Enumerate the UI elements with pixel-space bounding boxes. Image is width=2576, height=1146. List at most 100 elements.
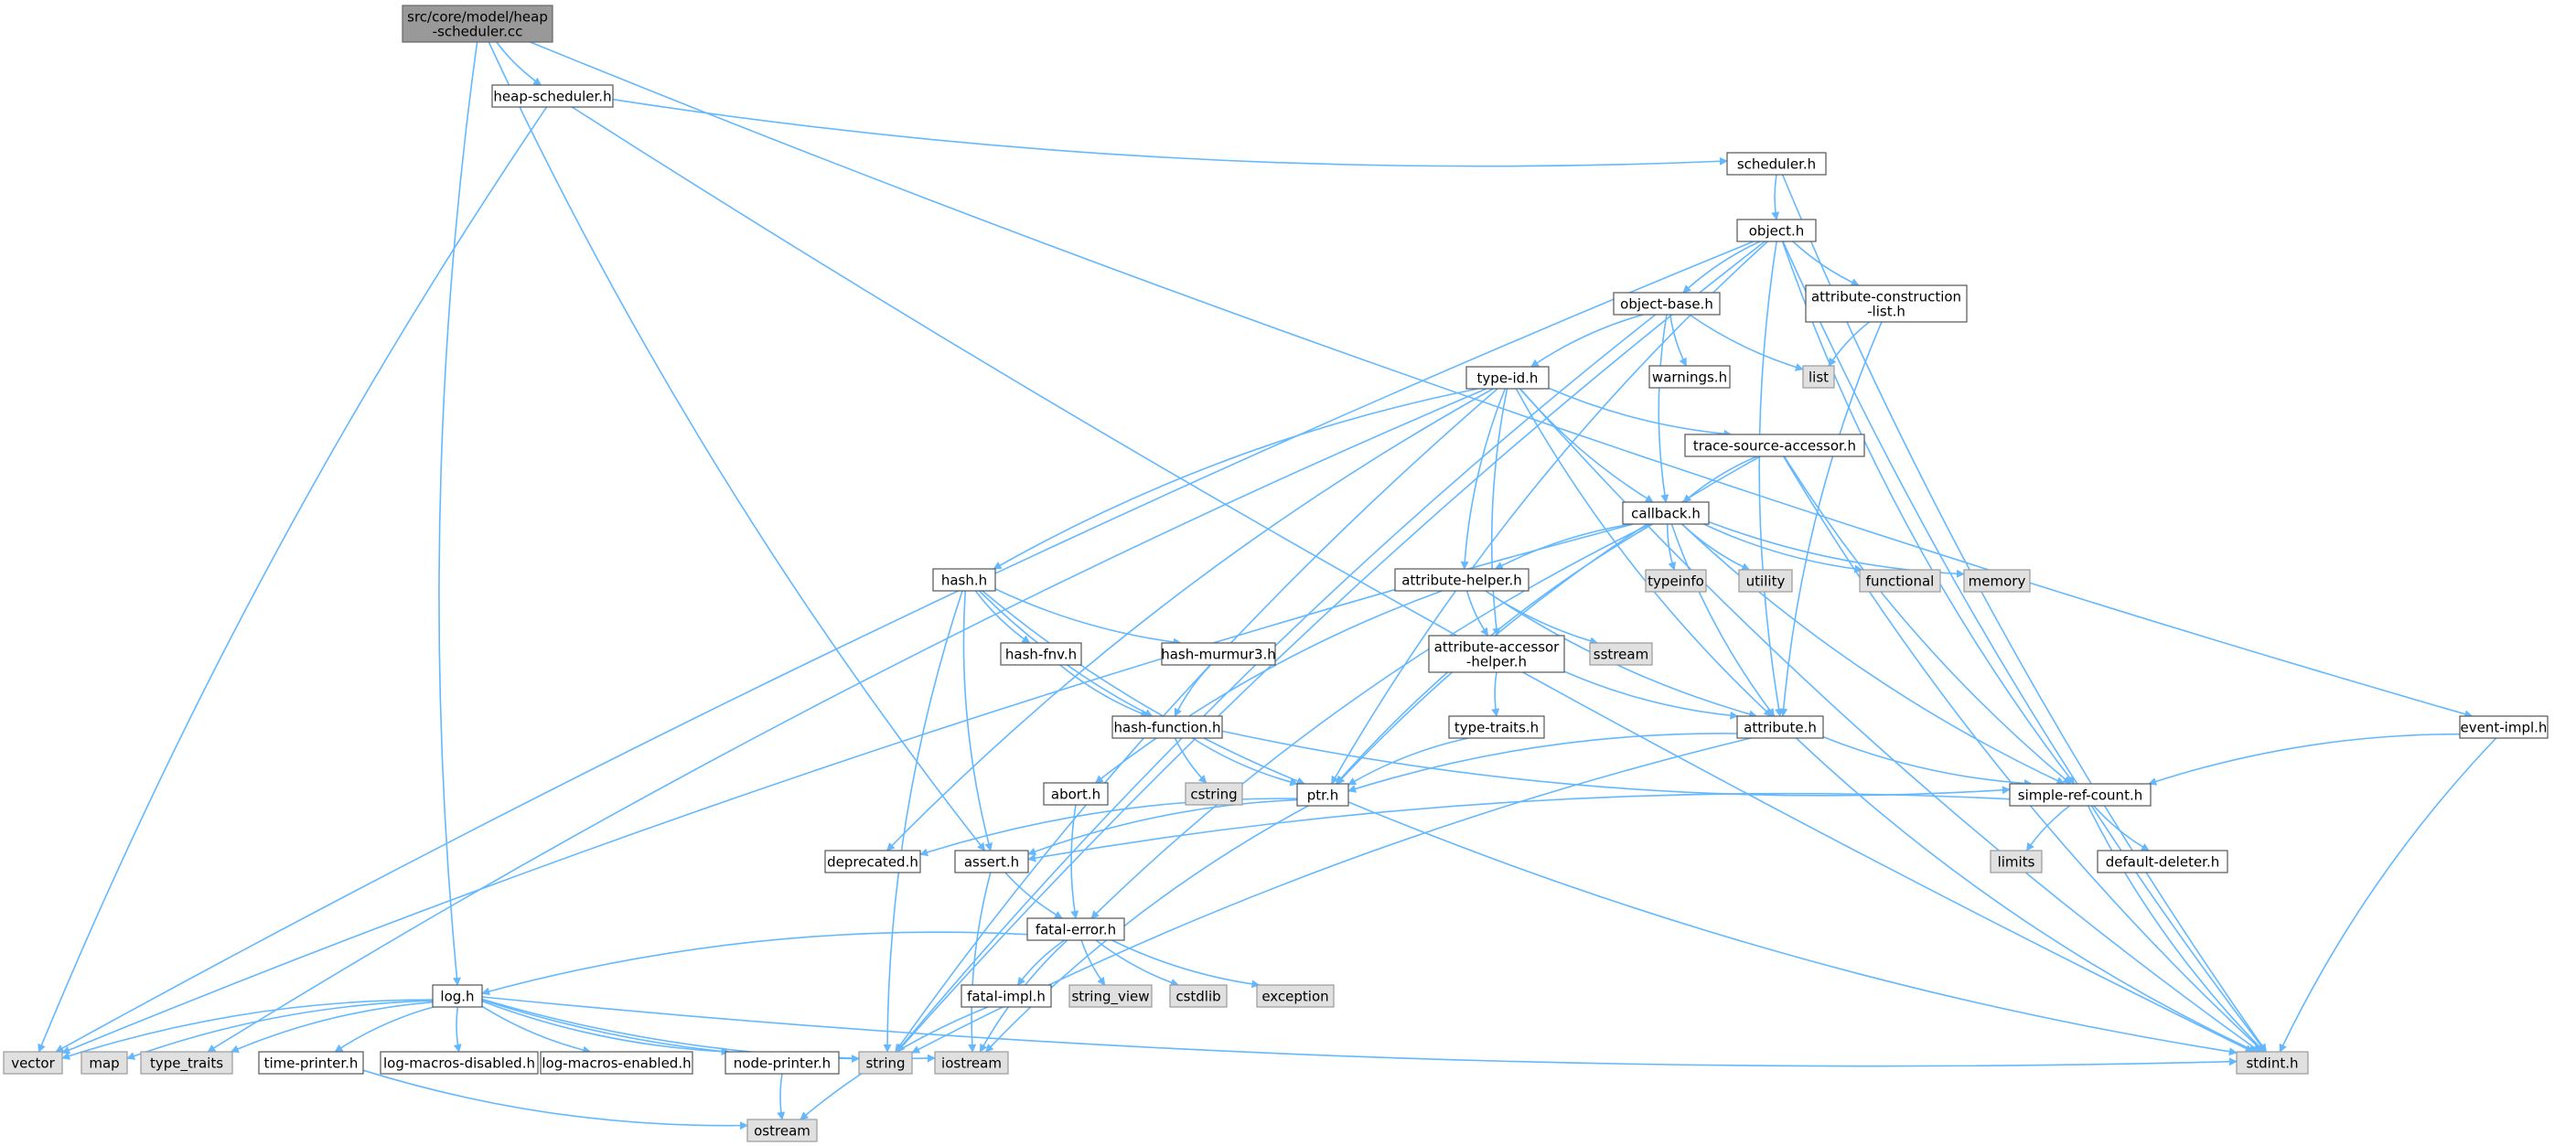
node-log-macros-disabled-h[interactable]: log-macros-disabled.h <box>380 1051 539 1075</box>
node-label-cstring: cstring <box>1190 787 1237 803</box>
node-attribute-helper-h[interactable]: attribute-helper.h <box>1394 568 1530 592</box>
node-object-h[interactable]: object.h <box>1736 219 1817 242</box>
node-sstream[interactable]: sstream <box>1589 642 1653 666</box>
node-type_traits[interactable]: type_traits <box>140 1051 233 1075</box>
node-assert-h[interactable]: assert.h <box>954 850 1029 873</box>
edge-root-to-log-h <box>438 41 478 986</box>
node-vector[interactable]: vector <box>3 1051 63 1075</box>
edge-log-h-to-log-macros-enabled-h <box>481 1005 592 1055</box>
node-list[interactable]: list <box>1802 365 1835 389</box>
edge-fatal-error-h-to-fatal-impl-h <box>1016 939 1065 986</box>
node-box-functional <box>1859 569 1941 593</box>
node-log-macros-enabled-h[interactable]: log-macros-enabled.h <box>540 1051 693 1075</box>
node-ptr-h[interactable]: ptr.h <box>1296 783 1349 807</box>
node-box-hash-murmur3-h <box>1161 642 1276 666</box>
node-box-utility <box>1738 569 1793 593</box>
edge-root-to-assert-h <box>488 41 986 851</box>
node-string_view[interactable]: string_view <box>1068 984 1153 1008</box>
node-abort-h[interactable]: abort.h <box>1043 782 1109 806</box>
node-attribute-accessor-helper-h[interactable]: attribute-accessor-helper.h <box>1428 635 1565 673</box>
node-label-event-impl-h: event-impl.h <box>2461 720 2548 736</box>
node-callback-h[interactable]: callback.h <box>1622 501 1710 525</box>
node-stdint-h[interactable]: stdint.h <box>2236 1051 2309 1075</box>
node-box-type-id-h <box>1465 366 1550 390</box>
node-ostream[interactable]: ostream <box>746 1119 818 1142</box>
node-label-limits: limits <box>1998 854 2035 871</box>
node-label-warnings-h: warnings.h <box>1652 370 1727 386</box>
dependency-edges <box>38 41 2497 1130</box>
node-label-abort-h: abort.h <box>1051 787 1100 803</box>
node-box-object-h <box>1736 219 1817 242</box>
node-attribute-h[interactable]: attribute.h <box>1736 715 1824 739</box>
node-label-string_view: string_view <box>1071 989 1149 1006</box>
node-warnings-h[interactable]: warnings.h <box>1648 365 1731 389</box>
node-simple-ref-count-h[interactable]: simple-ref-count.h <box>2009 783 2152 807</box>
node-time-printer-h[interactable]: time-printer.h <box>258 1051 364 1075</box>
node-limits[interactable]: limits <box>1990 850 2043 873</box>
node-type-id-h[interactable]: type-id.h <box>1465 366 1550 390</box>
node-root[interactable]: src/core/model/heap-scheduler.cc <box>402 5 553 43</box>
node-box-stdint-h <box>2236 1051 2309 1075</box>
node-string[interactable]: string <box>858 1051 913 1075</box>
node-typeinfo[interactable]: typeinfo <box>1645 569 1707 593</box>
node-box-map <box>80 1051 128 1075</box>
edge-assert-h-to-fatal-error-h <box>1004 872 1063 919</box>
node-label-object-h: object.h <box>1749 223 1805 240</box>
node-iostream[interactable]: iostream <box>934 1051 1009 1075</box>
edge-object-base-h-to-warnings-h <box>1669 314 1688 367</box>
node-box-heap-scheduler-h <box>491 84 614 108</box>
node-box-type-traits-h <box>1448 715 1545 739</box>
edge-attribute-h-to-simple-ref-count-h <box>1822 735 2033 787</box>
node-cstdlib[interactable]: cstdlib <box>1169 984 1228 1008</box>
node-default-deleter-h[interactable]: default-deleter.h <box>2097 850 2228 873</box>
edge-log-h-to-type_traits <box>230 1001 434 1053</box>
node-log-h[interactable]: log.h <box>432 984 483 1008</box>
node-label-stdint-h: stdint.h <box>2246 1055 2298 1072</box>
node-scheduler-h[interactable]: scheduler.h <box>1726 152 1827 176</box>
node-hash-murmur3-h[interactable]: hash-murmur3.h <box>1161 642 1276 666</box>
edge-type-id-h-to-deprecated-h <box>886 388 1494 851</box>
node-event-impl-h[interactable]: event-impl.h <box>2459 715 2549 739</box>
node-box-ptr-h <box>1296 783 1349 807</box>
node-box-warnings-h <box>1648 365 1731 389</box>
node-label-vector: vector <box>11 1055 55 1072</box>
node-cstring[interactable]: cstring <box>1185 782 1243 806</box>
edge-ptr-h-to-assert-h <box>1027 798 1298 856</box>
node-label-attribute-accessor-helper-h: -helper.h <box>1466 654 1527 670</box>
node-label-type_traits: type_traits <box>150 1055 223 1073</box>
header-nodes: src/core/model/heap-scheduler.cc heap-sch… <box>3 5 2549 1142</box>
node-fatal-error-h[interactable]: fatal-error.h <box>1026 917 1125 941</box>
node-exception[interactable]: exception <box>1256 984 1335 1008</box>
node-attribute-construction-list-h[interactable]: attribute-construction-list.h <box>1805 284 1968 323</box>
edge-trace-source-accessor-h-to-stdint-h <box>1783 455 2264 1053</box>
node-utility[interactable]: utility <box>1738 569 1793 593</box>
node-label-assert-h: assert.h <box>964 854 1019 871</box>
node-memory[interactable]: memory <box>1963 569 2031 593</box>
node-label-scheduler-h: scheduler.h <box>1737 156 1816 173</box>
edge-ptr-h-to-iostream <box>985 805 1309 1053</box>
node-hash-function-h[interactable]: hash-function.h <box>1111 715 1223 739</box>
node-map[interactable]: map <box>80 1051 128 1075</box>
node-hash-fnv-h[interactable]: hash-fnv.h <box>1000 642 1082 666</box>
node-hash-h[interactable]: hash.h <box>932 568 996 592</box>
node-fatal-impl-h[interactable]: fatal-impl.h <box>961 984 1052 1008</box>
edge-type-id-h-to-attribute-accessor-helper-h <box>1490 388 1508 637</box>
node-box-hash-function-h <box>1111 715 1223 739</box>
node-node-printer-h[interactable]: node-printer.h <box>724 1051 840 1075</box>
node-functional[interactable]: functional <box>1859 569 1941 593</box>
node-label-fatal-error-h: fatal-error.h <box>1036 922 1116 938</box>
node-label-callback-h: callback.h <box>1631 506 1701 522</box>
node-type-traits-h[interactable]: type-traits.h <box>1448 715 1545 739</box>
node-trace-source-accessor-h[interactable]: trace-source-accessor.h <box>1684 434 1865 457</box>
node-label-sstream: sstream <box>1594 647 1648 663</box>
edge-hash-function-h-to-cstring <box>1174 737 1208 784</box>
node-heap-scheduler-h[interactable]: heap-scheduler.h <box>491 84 614 108</box>
edge-type-id-h-to-type_traits <box>207 388 1487 1053</box>
node-label-heap-scheduler-h: heap-scheduler.h <box>493 89 611 105</box>
edge-log-h-to-map <box>126 1000 434 1060</box>
node-object-base-h[interactable]: object-base.h <box>1613 292 1721 316</box>
edge-attribute-accessor-helper-h-to-type-traits-h <box>1491 671 1500 717</box>
node-deprecated-h[interactable]: deprecated.h <box>824 850 921 873</box>
edge-hash-h-to-hash-murmur3-h <box>994 588 1182 647</box>
node-box-trace-source-accessor-h <box>1684 434 1865 457</box>
